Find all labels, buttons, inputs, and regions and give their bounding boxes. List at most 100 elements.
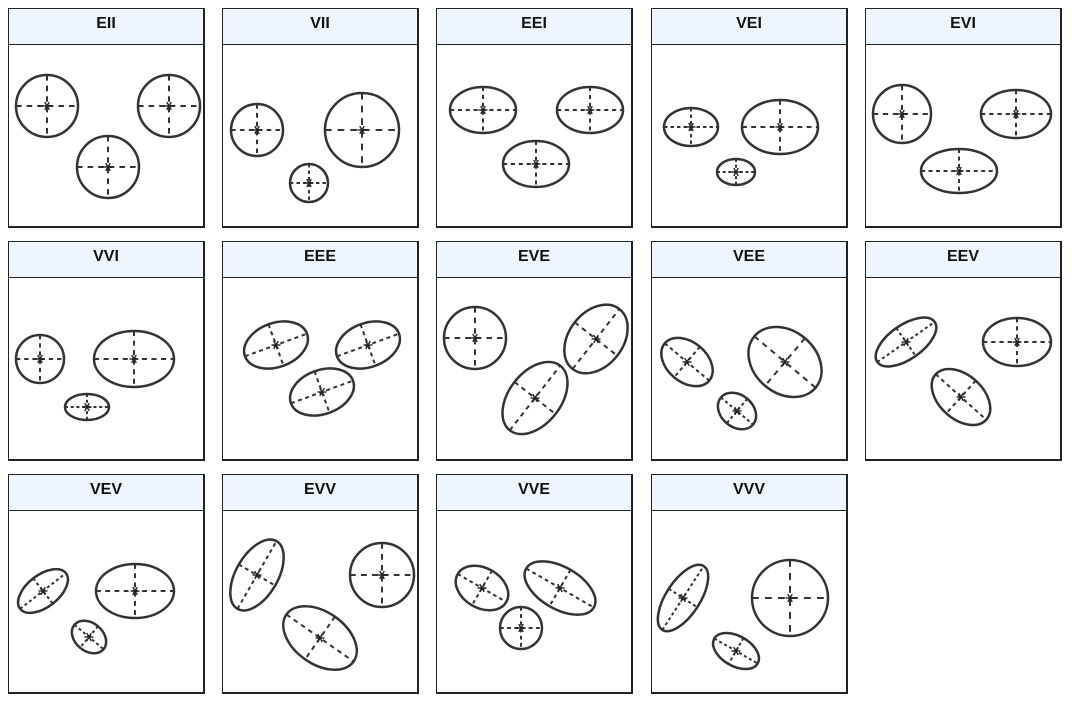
model-label: EVV	[223, 475, 417, 511]
centroid-star-icon	[732, 406, 742, 416]
centroid-star-icon	[954, 166, 964, 176]
ellipse-glyph	[448, 85, 518, 135]
ellipse-diagram	[437, 44, 632, 227]
major-axis	[661, 565, 705, 631]
ellipse-diagram	[652, 44, 847, 227]
centroid-star-icon	[555, 583, 565, 593]
centroid-star-icon	[775, 122, 785, 132]
centroid-star-icon	[252, 570, 262, 580]
ellipse-glyph	[229, 102, 285, 158]
ellipse-glyph	[282, 605, 358, 671]
centroid-star-icon	[129, 354, 139, 364]
centroid-star-icon	[363, 340, 373, 350]
ellipse-glyph	[874, 316, 938, 368]
ellipse-glyph	[334, 320, 402, 370]
ellipse-diagram	[437, 510, 632, 693]
ellipse-glyph	[348, 541, 416, 609]
major-axis	[753, 335, 817, 389]
ellipse-glyph	[660, 336, 714, 388]
model-panel-vvv: VVV	[651, 474, 848, 694]
ellipse-glyph	[656, 563, 710, 633]
ellipse-glyph	[979, 88, 1053, 140]
ellipse-glyph	[498, 605, 544, 651]
major-axis	[720, 396, 754, 426]
ellipse-outline	[874, 316, 938, 368]
centroid-star-icon	[38, 586, 48, 596]
model-panel-vev: VEV	[8, 474, 205, 694]
ellipse-glyph	[930, 367, 992, 427]
ellipse-glyph	[16, 567, 70, 615]
centroid-star-icon	[1012, 337, 1022, 347]
ellipse-glyph	[715, 157, 757, 187]
ellipse-glyph	[14, 333, 66, 385]
centroid-star-icon	[531, 159, 541, 169]
model-label: EVE	[437, 242, 631, 278]
model-panel-eve: EVE	[436, 241, 633, 461]
model-panel-eei: EEI	[436, 8, 633, 228]
ellipse-glyph	[919, 147, 999, 195]
centroid-star-icon	[897, 109, 907, 119]
ellipse-diagram	[9, 510, 204, 693]
centroid-star-icon	[585, 105, 595, 115]
centroid-star-icon	[42, 101, 52, 111]
model-panel-vii: VII	[222, 8, 419, 228]
ellipse-glyph	[75, 134, 141, 200]
ellipse-glyph	[288, 367, 356, 417]
ellipse-glyph	[563, 303, 629, 375]
ellipse-glyph	[740, 98, 820, 156]
centroid-star-icon	[377, 570, 387, 580]
ellipse-glyph	[70, 619, 108, 655]
model-label: VEE	[652, 242, 846, 278]
model-label: VEI	[652, 9, 846, 45]
ellipse-glyph	[750, 558, 830, 638]
ellipse-glyph	[63, 392, 111, 422]
centroid-star-icon	[731, 646, 741, 656]
ellipse-diagram	[866, 44, 1061, 227]
ellipse-glyph	[523, 560, 597, 616]
centroid-star-icon	[35, 354, 45, 364]
model-label: EEE	[223, 242, 417, 278]
ellipse-glyph	[501, 360, 569, 436]
centroid-star-icon	[678, 593, 688, 603]
ellipse-glyph	[711, 631, 761, 671]
ellipse-glyph	[242, 320, 310, 370]
ellipse-glyph	[501, 139, 571, 189]
ellipse-glyph	[981, 316, 1053, 368]
ellipse-glyph	[94, 562, 176, 620]
ellipse-glyph	[92, 329, 176, 389]
centroid-star-icon	[516, 623, 526, 633]
model-label: EEI	[437, 9, 631, 45]
centroid-star-icon	[82, 402, 92, 412]
ellipse-glyph	[288, 162, 330, 204]
model-panel-evi: EVI	[865, 8, 1062, 228]
ellipse-diagram	[9, 44, 204, 227]
ellipse-glyph	[716, 391, 758, 431]
centroid-star-icon	[477, 583, 487, 593]
model-panel-eii: EII	[8, 8, 205, 228]
centroid-star-icon	[731, 167, 741, 177]
centroid-star-icon	[478, 105, 488, 115]
centroid-star-icon	[470, 333, 480, 343]
centroid-star-icon	[780, 357, 790, 367]
ellipse-glyph	[229, 538, 285, 612]
centroid-star-icon	[164, 101, 174, 111]
ellipse-glyph	[555, 85, 625, 135]
model-label: EII	[9, 9, 203, 45]
ellipse-glyph	[136, 73, 202, 139]
centroid-star-icon	[785, 593, 795, 603]
model-panel-evv: EVV	[222, 474, 419, 694]
centroid-star-icon	[901, 337, 911, 347]
centroid-star-icon	[357, 125, 367, 135]
ellipse-diagram	[9, 277, 204, 460]
centroid-star-icon	[84, 632, 94, 642]
model-panel-vvi: VVI	[8, 241, 205, 461]
ellipse-diagram	[866, 277, 1061, 460]
minor-axis	[727, 637, 745, 665]
ellipse-glyph	[662, 106, 720, 148]
ellipse-diagram	[652, 277, 847, 460]
centroid-star-icon	[956, 392, 966, 402]
ellipse-diagram	[223, 277, 418, 460]
ellipse-glyph	[871, 83, 933, 145]
centroid-star-icon	[317, 387, 327, 397]
ellipse-outline	[501, 360, 569, 436]
